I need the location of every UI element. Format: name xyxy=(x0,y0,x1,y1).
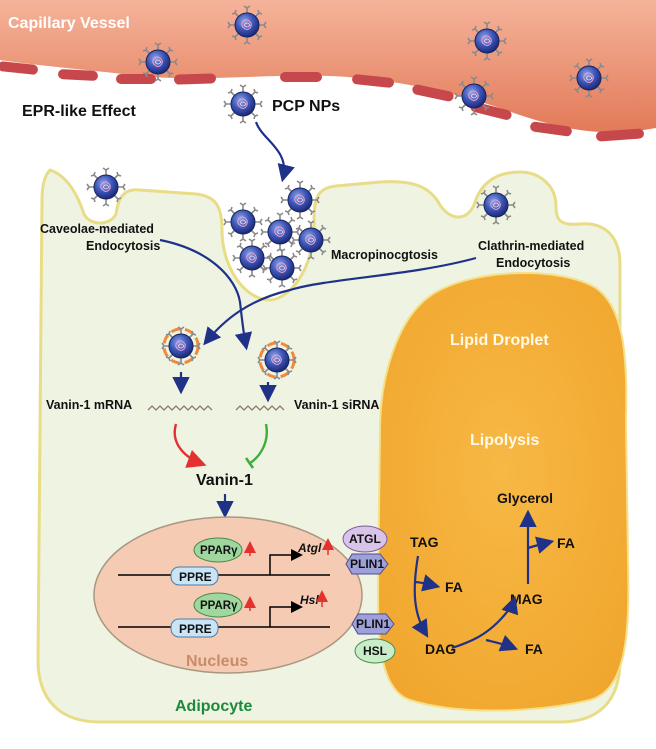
caveolae-label-line1: Caveolae-mediated xyxy=(40,222,154,236)
lipolysis-arrows xyxy=(411,509,555,652)
sirna-label: Vanin-1 siRNA xyxy=(294,398,379,412)
atgl-protein xyxy=(342,525,388,553)
tss-arrow-1 xyxy=(269,549,303,575)
nanoparticle-icon xyxy=(262,248,302,288)
hsl-label: HSL xyxy=(363,644,387,658)
mrna-label: Vanin-1 mRNA xyxy=(46,398,132,412)
tss-arrow-2 xyxy=(269,601,303,627)
endocytosis-arrows xyxy=(159,238,477,351)
vessel-title: Capillary Vessel xyxy=(8,15,130,32)
gene-hsl-label: Hsl xyxy=(300,593,319,607)
clathrin-label-line1: Clathrin-mediated xyxy=(478,239,584,253)
plin1-protein-2 xyxy=(351,613,395,635)
adipocyte-label: Adipocyte xyxy=(175,698,252,715)
ppre-box-2 xyxy=(170,618,219,638)
ppre-label-1: PPRE xyxy=(179,570,212,584)
plin1-label-2: PLIN1 xyxy=(356,617,390,631)
nanoparticle-icon xyxy=(232,238,272,278)
ppar-label-2: PPARγ xyxy=(200,600,238,612)
delivery-arrows xyxy=(172,372,277,403)
hsl-protein xyxy=(354,638,396,664)
nucleus-label: Nucleus xyxy=(186,653,248,670)
uptake-arrow xyxy=(254,121,295,183)
promote-arrow xyxy=(173,423,207,468)
plin1-protein-1 xyxy=(345,553,389,575)
glycerol-label: Glycerol xyxy=(497,490,553,506)
tag-label: TAG xyxy=(410,534,439,550)
gene-atgl-label: Atgl xyxy=(297,541,322,555)
nanoparticle-icon xyxy=(260,212,300,252)
lipid-droplet-label: Lipid Droplet xyxy=(450,332,549,349)
sirna-strand xyxy=(235,405,285,411)
nanoparticle-icon xyxy=(223,202,263,242)
mrna-strand xyxy=(147,405,213,411)
dag-label: DAG xyxy=(425,641,456,657)
caveolae-label-line2: Endocytosis xyxy=(86,239,160,253)
inhibit-arrow xyxy=(249,423,268,465)
ppre-label-2: PPRE xyxy=(179,622,212,636)
vanin-label: Vanin-1 xyxy=(196,472,253,489)
ppre-box-1 xyxy=(170,566,219,586)
lipolysis-label: Lipolysis xyxy=(470,432,539,449)
plin1-label-1: PLIN1 xyxy=(350,557,384,571)
macro-label: Macropinocgtosis xyxy=(331,248,438,262)
mag-label: MAG xyxy=(510,591,543,607)
ppar-protein-1 xyxy=(193,537,243,563)
epr-label: EPR-like Effect xyxy=(22,103,136,120)
ppar-label-1: PPARγ xyxy=(200,545,238,557)
atgl-label: ATGL xyxy=(349,532,381,546)
nanoparticle-icon xyxy=(223,84,263,124)
fa-label-1: FA xyxy=(557,535,575,551)
fa-label-3: FA xyxy=(525,641,543,657)
clathrin-label-line2: Endocytosis xyxy=(496,256,570,270)
ppar-protein-2 xyxy=(193,592,243,618)
fa-label-2: FA xyxy=(445,579,463,595)
lipid-droplet xyxy=(376,272,630,712)
nps-label: PCP NPs xyxy=(272,98,340,115)
inhibit-bar xyxy=(244,457,255,469)
